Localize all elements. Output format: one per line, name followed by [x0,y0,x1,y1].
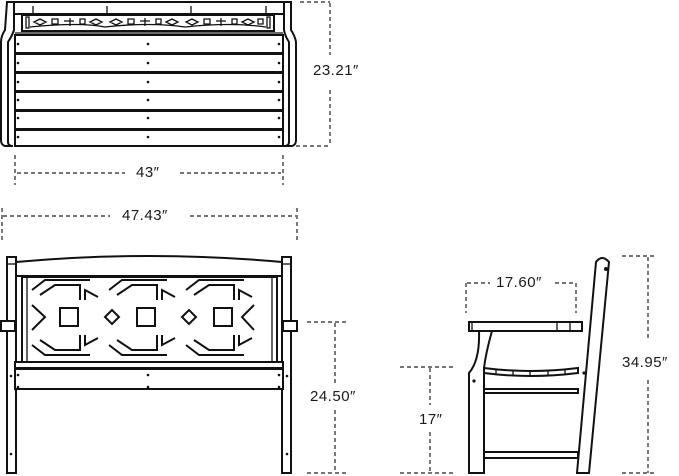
side-view [400,255,656,474]
top-width-label: 43″ [134,164,162,181]
front-view [0,208,348,474]
lattice-pattern-panel [31,279,255,356]
lattice-pattern-strip [29,18,267,28]
overall-width-label: 47.43″ [120,207,170,224]
seat-slats [14,32,284,147]
seat-height-label: 17″ [417,411,445,428]
top-view [0,1,331,185]
overall-height-label: 34.95″ [620,354,670,371]
seat-depth-label: 17.60″ [494,274,544,291]
top-depth-label: 23.21″ [311,62,361,79]
arm-height-label: 24.50″ [308,388,358,405]
